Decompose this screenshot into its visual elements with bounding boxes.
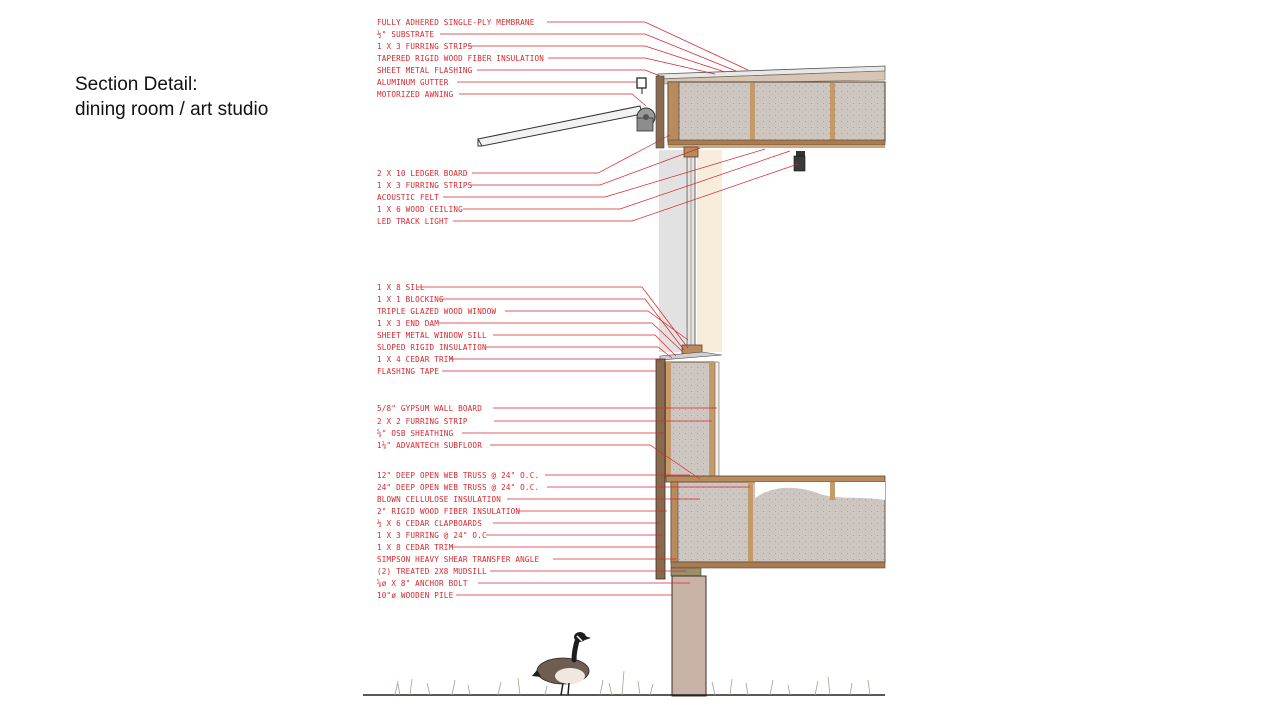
wall-stud-interior [709, 362, 715, 477]
label-motorized-awning: MOTORIZED AWNING [377, 90, 454, 99]
label-flashing-tape: FLASHING TAPE [377, 367, 439, 376]
window-head [683, 146, 699, 158]
leader-blocking [440, 298, 685, 351]
leader-subfloor [490, 444, 701, 480]
ceiling-furring [668, 145, 885, 148]
floor-truss-2 [830, 482, 835, 500]
floor-truss-1 [748, 482, 753, 562]
roof-insulation [667, 81, 886, 142]
title-line-1: Section Detail: [75, 74, 198, 95]
label-furring-roof: 1 X 3 FURRING STRIPS [377, 42, 473, 51]
roof-assembly [655, 65, 886, 149]
label-sill: 1 X 8 SILL [377, 283, 425, 292]
label-rigid-insulation: 2" RIGID WOOD FIBER INSULATION [377, 507, 520, 516]
label-window: TRIPLE GLAZED WOOD WINDOW [377, 307, 497, 316]
roof-joist-1 [750, 83, 755, 140]
floor-assembly [665, 475, 886, 577]
foundation [363, 575, 885, 697]
gypsum-board [714, 361, 720, 478]
grass-tufts [394, 670, 871, 696]
rim-board [670, 481, 679, 563]
label-led-track-light: LED TRACK LIGHT [377, 217, 449, 226]
exterior-light-shadow [659, 150, 686, 352]
loose-fill-top [755, 482, 885, 500]
label-subfloor: 1⅛" ADVANTECH SUBFLOOR [377, 441, 482, 450]
interior-light-beam [697, 150, 722, 352]
label-furring-ceiling: 1 X 3 FURRING STRIPS [377, 181, 473, 190]
goose-icon [532, 632, 591, 696]
leader-ledger [472, 134, 671, 174]
slide-title: Section Detail: dining room / art studio [75, 72, 268, 122]
gutter-icon [636, 77, 647, 94]
label-ledger-board: 2 X 10 LEDGER BOARD [377, 169, 468, 178]
wood-ceiling [667, 139, 886, 146]
label-membrane: FULLY ADHERED SINGLE-PLY MEMBRANE [377, 18, 535, 27]
label-furring-2x2: 2 X 2 FURRING STRIP [377, 417, 468, 426]
label-gypsum: 5/8" GYPSUM WALL BOARD [377, 404, 482, 413]
label-wooden-pile: 10"ø WOODEN PILE [377, 591, 454, 600]
leader-furring-ceiling [470, 147, 701, 186]
wooden-pile [671, 575, 707, 697]
leader-flashing [477, 69, 661, 77]
label-sloped-insulation: SLOPED RIGID INSULATION [377, 343, 487, 352]
label-sheet-metal-flashing: SHEET METAL FLASHING [377, 66, 473, 75]
label-clapboards: ½ X 6 CEDAR CLAPBOARDS [377, 519, 482, 528]
leader-awning [459, 93, 647, 107]
leader-metalsill [493, 334, 677, 357]
window-assembly [659, 146, 723, 361]
wall-clapboards [655, 358, 666, 580]
label-window-sill: SHEET METAL WINDOW SILL [377, 331, 487, 340]
leader-lines [417, 21, 799, 596]
leader-furring-roof [468, 45, 726, 73]
label-mudsill: (2) TREATED 2X8 MUDSILL [377, 567, 487, 576]
label-acoustic-felt: ACOUSTIC FELT [377, 193, 439, 202]
label-wood-ceiling: 1 X 6 WOOD CEILING [377, 205, 463, 214]
floor-bottom [670, 561, 886, 569]
label-anchor-bolt: ⅝ø X 8" ANCHOR BOLT [377, 579, 468, 588]
label-cedar-trim-4: 1 X 4 CEDAR TRIM [377, 355, 454, 364]
label-cellulose: BLOWN CELLULOSE INSULATION [377, 495, 501, 504]
roof-joist-2 [830, 83, 835, 140]
mudsill [670, 567, 702, 577]
leader-window [505, 310, 689, 341]
wall-insulation [665, 361, 715, 478]
leader-enddam [438, 322, 683, 352]
leader-sill [417, 286, 689, 349]
roof-fascia [655, 75, 665, 149]
leader-tapered [548, 57, 716, 75]
label-end-dam: 1 X 3 END DAM [377, 319, 439, 328]
annotation-labels: FULLY ADHERED SINGLE-PLY MEMBRANE ½" SUB… [377, 18, 544, 600]
label-truss-12: 12" DEEP OPEN WEB TRUSS @ 24" O.C. [377, 471, 539, 480]
awning-icon [477, 105, 656, 147]
leader-track [453, 163, 799, 222]
label-truss-24: 24" DEEP OPEN WEB TRUSS @ 24" O.C. [377, 483, 539, 492]
leader-acoustic [443, 148, 766, 198]
subfloor [665, 475, 886, 483]
leader-substrate [440, 33, 737, 72]
ledger-board [667, 81, 680, 143]
wall-stud-exterior [666, 362, 671, 477]
leader-membrane [547, 21, 749, 71]
label-blocking: 1 X 1 BLOCKING [377, 295, 444, 304]
label-osb: ⅝" OSB SHEATHING [377, 429, 454, 438]
leader-ceiling [463, 150, 791, 210]
track-light-icon [793, 151, 806, 172]
label-cedar-trim-8: 1 X 8 CEDAR TRIM [377, 543, 454, 552]
leader-cedartrim4 [450, 358, 662, 363]
label-shear-angle: SIMPSON HEAVY SHEAR TRANSFER ANGLE [377, 555, 539, 564]
label-substrate: ½" SUBSTRATE [377, 30, 434, 39]
title-line-2: dining room / art studio [75, 99, 269, 120]
leader-sloped [486, 346, 673, 359]
label-furring-1x3: 1 X 3 FURRING @ 24" O.C [377, 531, 487, 540]
label-tapered-insulation: TAPERED RIGID WOOD FIBER INSULATION [377, 54, 544, 63]
label-aluminum-gutter: ALUMINUM GUTTER [377, 78, 449, 87]
